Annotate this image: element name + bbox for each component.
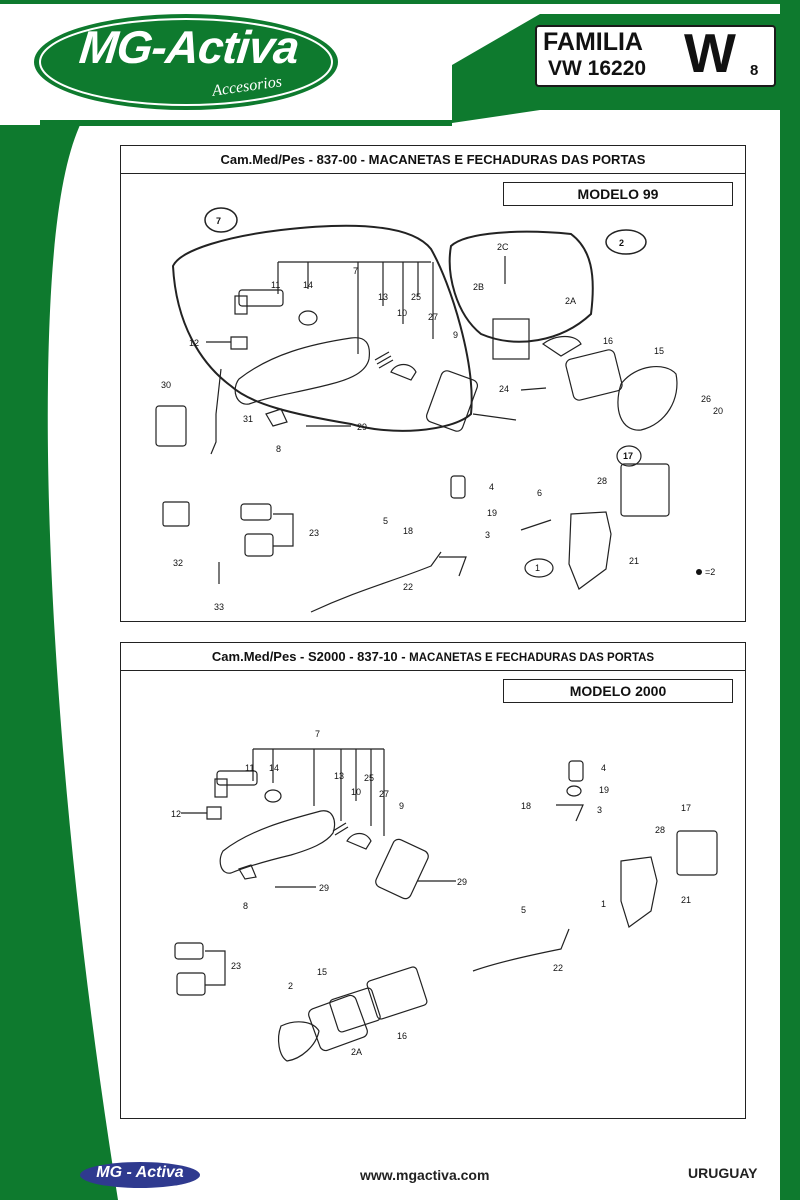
callout-28: 28 [597, 476, 607, 486]
family-box [535, 25, 776, 87]
callout-15: 15 [317, 967, 327, 977]
family-letter: W [684, 22, 736, 84]
callout-30: 30 [161, 380, 171, 390]
callout-15: 15 [654, 346, 664, 356]
callout-2C: 2C [497, 242, 509, 252]
parts-diagram: 7 11 14 13 25 10 27 9 12 8 29 29 4 19 18… [171, 729, 718, 1062]
callout-27: 27 [379, 789, 389, 799]
callout-20: 20 [713, 406, 723, 416]
callout-13: 13 [378, 292, 388, 302]
callout-24: 24 [499, 384, 509, 394]
callout-6: 6 [537, 488, 542, 498]
brand-logo: MG-Activa [77, 21, 301, 73]
panel-title-main: Cam.Med/Pes - 837-00 - MACANETAS E FECHA… [220, 152, 646, 167]
footer-country: URUGUAY [688, 1165, 758, 1181]
panel-title: Cam.Med/Pes - S2000 - 837-10 - MACANETAS… [121, 643, 745, 671]
callout-31: 31 [243, 414, 253, 424]
callout-9: 9 [399, 801, 404, 811]
callout-16: 16 [603, 336, 613, 346]
callout-17: 17 [681, 803, 691, 813]
footer-url[interactable]: www.mgactiva.com [360, 1167, 490, 1183]
family-number: 8 [750, 62, 759, 79]
callout-14: 14 [269, 763, 279, 773]
callout-18: 18 [521, 801, 531, 811]
callout-12: 12 [189, 338, 199, 348]
footer-logo-shape [80, 1162, 200, 1188]
panel-title-small: MACANETAS E FECHADURAS DAS PORTAS [409, 652, 655, 664]
callout-3: 3 [485, 530, 490, 540]
panel-modelo-99: Cam.Med/Pes - 837-00 - MACANETAS E FECHA… [120, 145, 746, 622]
callout-33: 33 [214, 602, 224, 612]
callout-9: 9 [453, 330, 458, 340]
callout-26: 26 [701, 394, 711, 404]
parts-diagram: 7 7 11 14 13 25 10 27 9 12 30 31 8 29 2C… [155, 207, 723, 613]
callout-2A: 2A [565, 296, 576, 306]
callout-28: 28 [655, 825, 665, 835]
callout-1: 1 [535, 563, 540, 573]
callout-19: 19 [599, 785, 609, 795]
callout-27: 27 [428, 312, 438, 322]
panel-title-main: Cam.Med/Pes - S2000 - 837-10 - [211, 649, 410, 664]
callout-19: 19 [487, 508, 497, 518]
callout-17: 17 [623, 451, 633, 461]
callout-10: 10 [351, 787, 361, 797]
family-label: FAMILIA [543, 28, 643, 56]
callout-2B: 2B [473, 282, 484, 292]
panel-title: Cam.Med/Pes - 837-00 - MACANETAS E FECHA… [121, 146, 745, 174]
callout-16: 16 [397, 1031, 407, 1041]
panel-modelo-2000: Cam.Med/Pes - S2000 - 837-10 - MACANETAS… [120, 642, 746, 1119]
callout-7-circle: 7 [216, 216, 221, 226]
callout-21: 21 [681, 895, 691, 905]
callout-4: 4 [601, 763, 606, 773]
callout-8: 8 [276, 444, 281, 454]
callout-10: 10 [397, 308, 407, 318]
callout-5: 5 [521, 905, 526, 915]
callout-32: 32 [173, 558, 183, 568]
callout-25: 25 [411, 292, 421, 302]
callout-11: 11 [245, 763, 254, 773]
callout-23: 23 [309, 528, 319, 538]
callout-22: 22 [553, 963, 563, 973]
callout-4: 4 [489, 482, 494, 492]
callout-29b: 29 [457, 877, 467, 887]
callout-22: 22 [403, 582, 413, 592]
callout-5: 5 [383, 516, 388, 526]
model-label: MODELO 2000 [503, 679, 733, 703]
callout-12: 12 [171, 809, 181, 819]
legend-note: =2 [705, 567, 715, 577]
callout-8: 8 [243, 901, 248, 911]
callout-29a: 29 [319, 883, 329, 893]
model-code: VW 16220 [548, 57, 647, 80]
footer-logo: MG - Activa [96, 1164, 184, 1181]
callout-7: 7 [315, 729, 320, 739]
callout-2: 2 [619, 238, 624, 248]
callout-18: 18 [403, 526, 413, 536]
callout-21: 21 [629, 556, 639, 566]
callout-25: 25 [364, 773, 374, 783]
callout-2: 2 [288, 981, 293, 991]
callout-13: 13 [334, 771, 344, 781]
legend-dot [696, 569, 702, 575]
callout-14: 14 [303, 280, 313, 290]
callout-1: 1 [601, 899, 606, 909]
callout-2A: 2A [351, 1047, 362, 1057]
callout-3: 3 [597, 805, 602, 815]
callout-7: 7 [353, 266, 358, 276]
callout-29: 29 [357, 422, 367, 432]
callout-23: 23 [231, 961, 241, 971]
callout-11: 11 [271, 280, 280, 290]
model-label: MODELO 99 [503, 182, 733, 206]
